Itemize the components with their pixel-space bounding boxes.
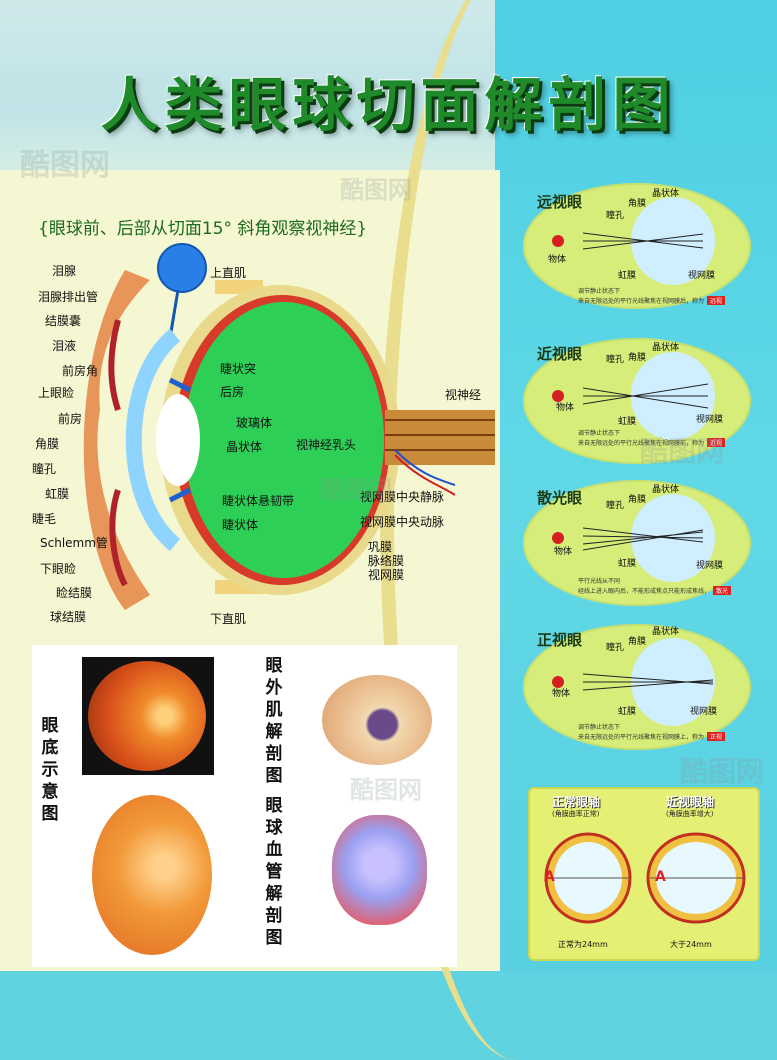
myopia-object: 物体 <box>556 403 575 413</box>
label-zonule: 睫状体悬韧带 <box>222 494 295 508</box>
astigmatism-title: 散光眼 <box>537 489 583 507</box>
myopia-retina: 视网膜 <box>696 415 724 425</box>
label-pupil: 瞳孔 <box>32 462 57 476</box>
label-inferior-rectus: 下直肌 <box>210 612 247 626</box>
myopia-axial-length: 大于24mm <box>670 940 712 949</box>
myopia-axial-subtitle: (角膜曲率增大) <box>666 810 714 818</box>
myopia-note1: 调节静止状态下 <box>578 430 621 437</box>
label-upper-eyelid: 上眼睑 <box>38 386 75 400</box>
emmetropia-note2: 来自无限远处的平行光线聚焦在视网膜上，称为正视 <box>578 732 726 741</box>
hyperopia-lens: 晶状体 <box>652 189 680 199</box>
label-sclera: 巩膜 <box>368 540 393 554</box>
label-posterior-chamber: 后房 <box>220 385 245 399</box>
label-ciliary-process: 睫状突 <box>220 362 257 376</box>
eye-cross-section-diagram <box>83 243 495 610</box>
watermark: 酷图网 <box>640 435 725 468</box>
label-anterior-angle: 前房角 <box>62 364 99 378</box>
hyperopia-object: 物体 <box>548 255 567 265</box>
label-cornea: 角膜 <box>35 437 60 451</box>
astigmatism-iris: 虹膜 <box>618 559 637 569</box>
label-choroid: 脉络膜 <box>368 554 405 568</box>
emmetropia-pupil: 瞳孔 <box>606 643 625 653</box>
axial-eye-diagrams <box>544 832 746 924</box>
astigmatism-retina: 视网膜 <box>696 561 724 571</box>
label-superior-rectus: 上直肌 <box>210 266 247 280</box>
astigmatism-pupil: 瞳孔 <box>606 501 625 511</box>
hyperopia-title: 远视眼 <box>537 193 583 211</box>
label-schlemm-canal: Schlemm管 <box>40 536 108 550</box>
astigmatism-object: 物体 <box>554 547 573 557</box>
myopia-title: 近视眼 <box>537 345 583 363</box>
hyperopia-retina: 视网膜 <box>688 271 716 281</box>
fundus-diagram <box>92 795 212 955</box>
normal-axial-subtitle: (角膜曲率正常) <box>552 810 600 818</box>
watermark: 酷图网 <box>320 476 392 504</box>
emmetropia-cornea: 角膜 <box>628 637 647 647</box>
label-conjunctival-sac: 结膜囊 <box>45 314 82 328</box>
label-palpebral-conjunctiva: 睑结膜 <box>56 586 93 600</box>
label-anterior-chamber: 前房 <box>58 412 83 426</box>
label-optic-papilla: 视神经乳头 <box>296 438 357 452</box>
normal-axial-length: 正常为24mm <box>558 940 608 949</box>
vascular-title: 眼球血管解剖图 <box>265 796 283 948</box>
refraction-diagrams <box>552 197 715 726</box>
myopia-iris: 虹膜 <box>618 417 637 427</box>
emmetropia-lens: 晶状体 <box>652 627 680 637</box>
astigmatism-cornea: 角膜 <box>628 495 647 505</box>
label-lacrimal-gland: 泪腺 <box>52 264 77 278</box>
page-subtitle: {眼球前、后部从切面15° 斜角观察视神经} <box>38 219 368 239</box>
hyperopia-note2: 来自无限远处的平行光线聚焦在视网膜后，称为远视 <box>578 296 726 305</box>
myopia-axial-title: 近视眼轴 <box>666 795 715 809</box>
label-bulbar-conjunctiva: 球结膜 <box>50 610 87 624</box>
watermark: 酷图网 <box>350 776 422 804</box>
myopia-axial-marker: A <box>655 869 666 885</box>
watermark: 酷图网 <box>20 148 110 183</box>
label-eyelash: 睫毛 <box>32 512 57 526</box>
label-lacrimal-duct: 泪腺排出管 <box>38 290 99 304</box>
label-iris: 虹膜 <box>45 487 70 501</box>
label-vitreous: 玻璃体 <box>236 416 273 430</box>
hyperopia-pupil: 瞳孔 <box>606 211 625 221</box>
watermark: 酷图网 <box>680 755 765 788</box>
label-optic-nerve: 视神经 <box>445 388 482 402</box>
emmetropia-retina: 视网膜 <box>690 707 718 717</box>
page-title: 人类眼球切面解剖图 <box>100 71 677 139</box>
myopia-note2: 来自无限远处的平行光线聚焦在视网膜前，称为近视 <box>578 438 726 447</box>
hyperopia-iris: 虹膜 <box>618 271 637 281</box>
myopia-cornea: 角膜 <box>628 353 647 363</box>
supplementary-figures-panel: 眼底示意图 眼外肌解剖图 眼球血管解剖图 <box>32 645 457 967</box>
astigmatism-lens: 晶状体 <box>652 485 680 495</box>
label-lower-eyelid: 下眼睑 <box>40 562 77 576</box>
emmetropia-object: 物体 <box>552 689 571 699</box>
extraocular-diagram <box>322 675 432 765</box>
normal-axial-title: 正常眼轴 <box>552 795 601 809</box>
myopia-lens: 晶状体 <box>652 343 680 353</box>
extraocular-title: 眼外肌解剖图 <box>265 656 283 786</box>
normal-axial-marker: A <box>544 869 555 885</box>
vascular-diagram <box>332 815 427 925</box>
label-ciliary-body: 睫状体 <box>222 518 259 532</box>
emmetropia-iris: 虹膜 <box>618 707 637 717</box>
label-lens: 晶状体 <box>226 440 263 454</box>
hyperopia-cornea: 角膜 <box>628 199 647 209</box>
fundus-photo <box>82 657 214 775</box>
emmetropia-note1: 调节静止状态下 <box>578 724 621 731</box>
hyperopia-note1: 调节静止状态下 <box>578 288 621 295</box>
fundus-title: 眼底示意图 <box>41 716 59 824</box>
label-retina: 视网膜 <box>368 568 405 582</box>
watermark: 酷图网 <box>340 176 412 204</box>
label-central-artery: 视网膜中央动脉 <box>360 515 445 529</box>
astigmatism-note1: 平行光线从不同 <box>578 578 621 585</box>
myopia-pupil: 瞳孔 <box>606 355 625 365</box>
label-central-vein: 视网膜中央静脉 <box>360 490 445 504</box>
emmetropia-title: 正视眼 <box>537 631 583 649</box>
label-tears: 泪液 <box>52 339 77 353</box>
astigmatism-note2: 经线上进入眼内后，不能形成焦点只能形成焦线，散光 <box>578 586 732 595</box>
axial-length-box: 正常眼轴 (角膜曲率正常) 近视眼轴 (角膜曲率增大) A A 正常为24mm … <box>528 787 760 961</box>
